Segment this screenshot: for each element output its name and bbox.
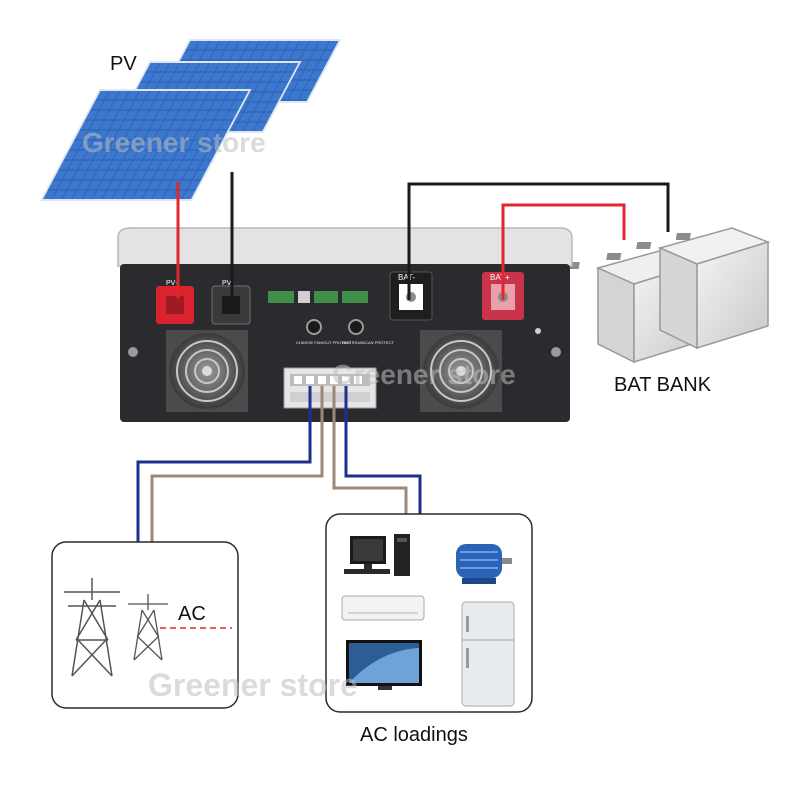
battery-right: [636, 227, 771, 350]
grid-box: AC: [51, 541, 239, 709]
svg-text:PV-: PV-: [222, 280, 234, 287]
protect-switch-left: CHARGE FAN/OUT PROTECT: [296, 319, 352, 345]
electric-motor-icon: [456, 544, 512, 584]
bat-minus-terminal: BAT-: [389, 271, 433, 321]
pv-panels: [39, 39, 342, 201]
transmission-tower-large: [64, 578, 120, 677]
ac-label: AC: [178, 603, 206, 625]
ac-loadings-label: AC loadings: [360, 724, 468, 746]
bat-positive-wire: [501, 203, 626, 300]
pv-label: PV: [110, 53, 137, 75]
svg-text:CHARGE FAN/OUT PROTECT: CHARGE FAN/OUT PROTECT: [296, 340, 352, 345]
air-conditioner-icon: [341, 595, 425, 621]
wires: [136, 172, 670, 542]
transmission-tower-small: [128, 594, 168, 661]
pv-plus-terminal: PV+: [156, 280, 194, 324]
battery-bank: [564, 227, 771, 364]
svg-text:BMS RS485/CAN PROTECT: BMS RS485/CAN PROTECT: [342, 340, 394, 345]
left-mount-screw: [128, 347, 138, 357]
inverter-unit: PV+ PV- CHARGE FAN/OUT PROTECT BMS RS485…: [117, 227, 573, 422]
svg-text:PV+: PV+: [166, 280, 179, 287]
right-mount-screw: [551, 347, 561, 357]
grid-neutral-wire: [150, 386, 324, 542]
pv-minus-terminal: PV-: [211, 280, 251, 325]
fan-left: [166, 330, 248, 412]
refrigerator-icon: [461, 601, 515, 707]
ac-loadings-box: [325, 513, 533, 713]
svg-text:BAT+: BAT+: [490, 273, 510, 282]
protect-switch-right: BMS RS485/CAN PROTECT: [342, 319, 394, 345]
fan-right: [420, 330, 502, 412]
ac-terminal-block: [283, 367, 377, 409]
desktop-computer-icon: [344, 534, 410, 576]
bat-bank-label: BAT BANK: [614, 374, 712, 396]
grid-line-wire: [136, 386, 312, 542]
watermark-bottom: Greener store: [148, 667, 358, 703]
status-led: [535, 328, 541, 334]
communication-ports: [268, 291, 368, 303]
watermark-middle: Greener store: [332, 359, 516, 390]
load-line-wire: [344, 386, 422, 514]
tv-monitor-icon: [346, 640, 422, 690]
svg-text:BAT-: BAT-: [398, 273, 416, 282]
pv-panel-front: [39, 89, 252, 201]
watermark-top: Greener store: [82, 127, 266, 158]
bat-negative-wire: [407, 182, 670, 300]
load-neutral-wire: [332, 386, 408, 514]
